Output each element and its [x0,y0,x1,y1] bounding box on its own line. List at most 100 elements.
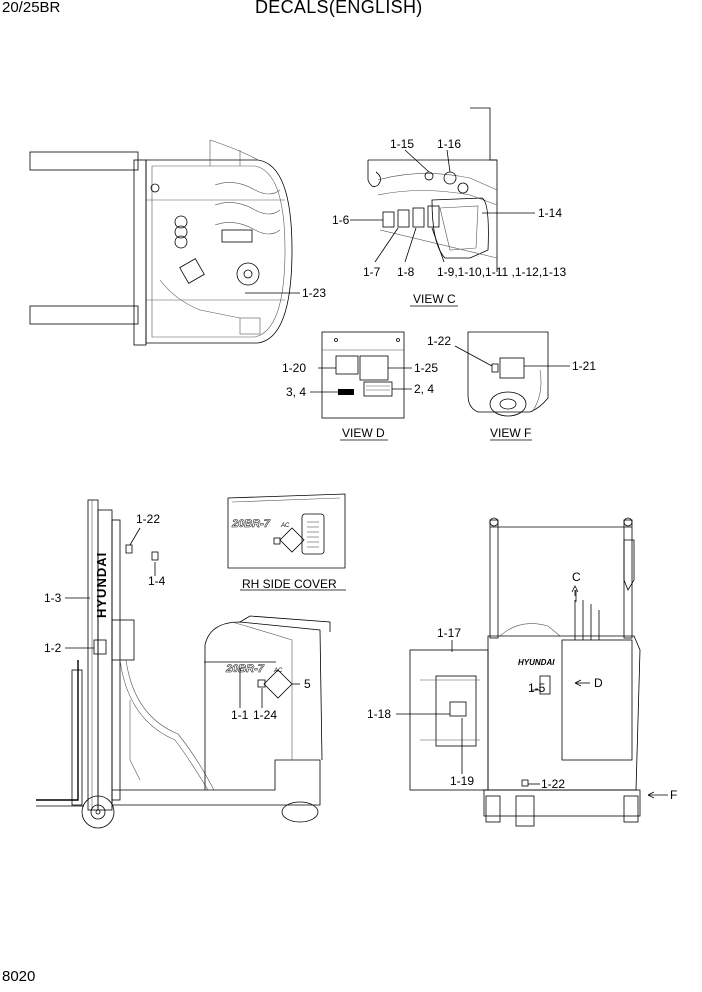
top-view-lever-2 [174,225,188,239]
decal-1-5 [539,675,551,695]
rh-side-cover-label: RH SIDE COVER [242,577,337,591]
callout-1-2: 1-2 [44,641,62,655]
view-d-panel [321,331,405,419]
callout-1-21: 1-21 [572,359,596,373]
side-view-chassis [111,759,321,806]
decal-1-4 [151,551,159,561]
decal-5 [263,669,293,699]
page-title: DECALS(ENGLISH) [255,0,423,17]
side-view-carriage [111,619,135,661]
top-view-fork-upper [29,151,139,171]
rh-side-cover-vent [301,513,325,555]
model-cover-decal: 20BR-7 [231,518,271,530]
decal-1-22-rear [521,779,529,787]
page-number: 8020 [2,968,36,985]
top-view [29,139,300,346]
view-c-lever-1-8 [412,207,425,228]
side-view-rear-wheel [281,801,319,823]
decal-1-18 [449,701,467,717]
callout-1-16: 1-16 [437,137,461,151]
callout-1-8: 1-8 [397,265,415,279]
model-number: 20/25BR [2,0,61,16]
decal-1-21 [499,357,525,379]
rear-view [396,517,668,827]
top-view-body-outline [145,159,293,344]
side-view-fork [36,660,79,801]
side-view-body [204,621,323,790]
rear-view-guard-left [489,519,499,639]
side-view [36,499,331,829]
model-side-decal-suffix: AC [273,668,283,674]
callout-1-22-view-f: 1-22 [427,334,451,348]
callout-1-7: 1-7 [363,265,381,279]
hyundai-mast-decal: HYUNDAI [94,552,109,618]
view-c-frame-right [470,107,498,272]
callout-1-19: 1-19 [450,774,474,788]
view-f-label: VIEW F [490,426,531,440]
rear-view-body [487,635,641,791]
model-cover-decal-suffix: AC [280,523,290,529]
top-view-fork-lower [29,305,139,325]
callout-1-14: 1-14 [538,206,562,220]
callout-1-15: 1-15 [390,137,414,151]
top-view-lever-1 [174,215,188,229]
callout-1-6: 1-6 [332,213,350,227]
top-view-carriage [133,159,147,346]
callout-labels: 1-15 1-16 1-6 1-14 1-7 1-8 1-9,1-10,1-11… [44,137,677,802]
view-c-lever-1-7 [397,209,410,228]
top-view-lever-3 [174,235,188,249]
hyundai-rear-decal: HYUNDAI [518,658,555,667]
callout-1-5: 1-5 [528,681,546,695]
callout-view-f-pointer: F [670,788,677,802]
top-view-steering-wheel [236,262,260,286]
callout-1-22-rear: 1-22 [541,777,565,791]
view-d [310,331,412,441]
rear-view-guard-right [623,519,633,639]
callout-1-17: 1-17 [437,626,461,640]
decal-2-4 [363,381,393,397]
view-c [350,107,535,307]
callout-1-3: 1-3 [44,591,62,605]
callout-1-1: 1-1 [231,708,249,722]
top-view-seat-decal [179,258,205,284]
callout-1-23: 1-23 [302,286,326,300]
top-view-decal-plate [221,229,253,243]
rear-view-center-wheel [515,795,535,827]
view-f-body [467,331,549,413]
decal-3-4 [338,389,354,395]
callout-view-c-pointer: C [572,570,581,584]
rear-view-chassis [483,789,641,817]
callout-1-9-to-1-13: 1-9,1-10,1-11 ,1-12,1-13 [437,265,567,279]
callout-1-22-mast: 1-22 [136,512,160,526]
callout-2-4: 2, 4 [414,382,434,396]
view-d-label: VIEW D [342,426,385,440]
view-f [454,331,570,441]
view-f-wheel [489,391,527,417]
callout-1-4: 1-4 [148,574,166,588]
decal-1-22-mast [125,544,133,554]
rear-view-battery-panel [409,649,489,791]
callout-5: 5 [304,677,311,691]
rh-side-cover-panel [227,493,346,569]
side-view-mast-outer [87,499,99,811]
callout-3-4: 3, 4 [286,385,306,399]
callout-view-d-pointer: D [594,676,603,690]
decal-1-20 [335,355,359,375]
view-c-label: VIEW C [413,292,456,306]
decal-1-25 [359,355,389,381]
rh-side-cover-view [227,493,346,591]
decal-1-2 [93,639,107,655]
model-side-decal: 20BR-7 [225,663,265,675]
callout-1-18: 1-18 [367,707,391,721]
callout-1-25: 1-25 [414,361,438,375]
view-c-knob-1-16 [443,171,457,185]
side-view-front-wheel [81,795,115,829]
top-view-body-inner [151,165,286,338]
callout-1-24: 1-24 [253,708,277,722]
callout-1-20: 1-20 [282,361,306,375]
decal-1-22-f [491,363,499,373]
decal-lettering: HYUNDAI HYUNDAI 20BR-7 AC 20BR-7 AC [94,518,555,676]
view-c-lever-1-6 [382,211,395,228]
